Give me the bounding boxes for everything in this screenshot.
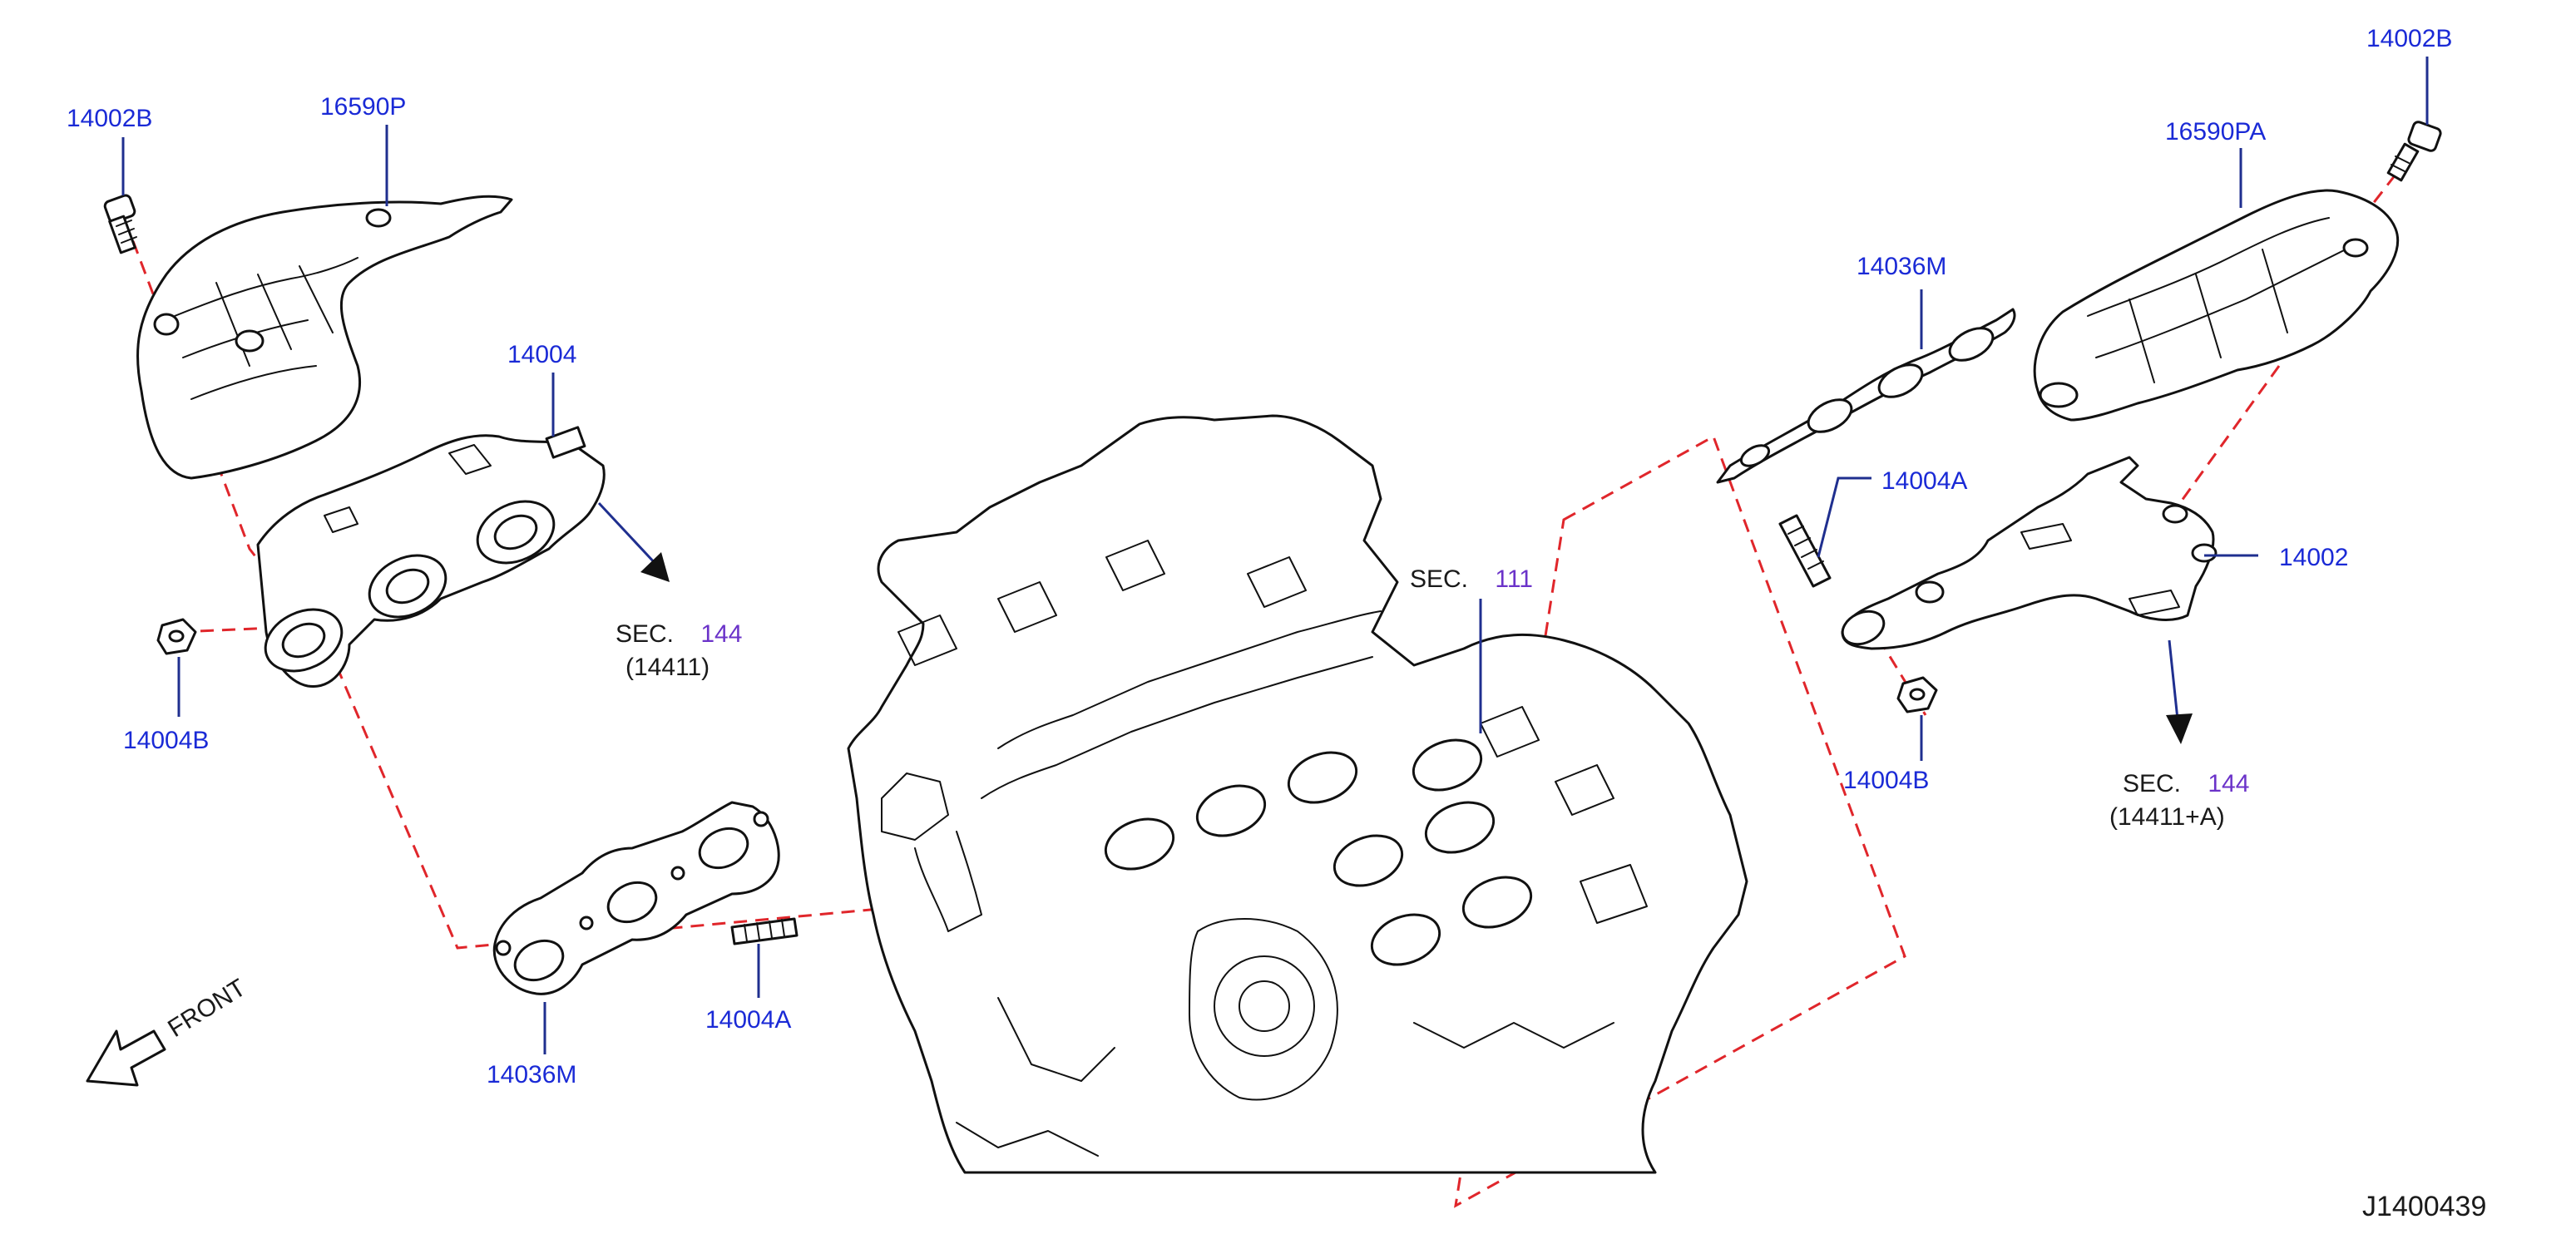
section-ref-left-code: 144 xyxy=(700,620,742,648)
heat-shield-right-drawing xyxy=(2033,189,2400,422)
section-ref-left-sub: (14411) xyxy=(625,654,710,681)
section-ref-left-prefix: SEC. xyxy=(616,620,674,648)
label-gasket-left[interactable]: 14036M xyxy=(487,1061,576,1088)
label-bolt-right[interactable]: 14002B xyxy=(2366,25,2452,52)
section-ref-engine-prefix: SEC. xyxy=(1410,565,1468,593)
stud-left-drawing xyxy=(730,917,799,945)
label-nut-left[interactable]: 14004B xyxy=(123,727,209,754)
diagram-id: J1400439 xyxy=(2362,1191,2486,1222)
exhaust-manifold-left-drawing xyxy=(256,426,606,688)
svg-text:SEC. 111: SEC. 111 xyxy=(1410,565,1533,593)
section-ref-right-code: 144 xyxy=(2208,770,2249,797)
bolt-left-drawing xyxy=(103,194,137,254)
leader-lines xyxy=(121,57,2429,1054)
exhaust-manifold-right-drawing xyxy=(1841,456,2218,650)
section-arrow-right xyxy=(2166,639,2193,744)
label-manifold-left[interactable]: 14004 xyxy=(507,341,576,368)
label-heat-shield-left[interactable]: 16590P xyxy=(320,93,406,121)
heat-shield-left-drawing xyxy=(136,195,513,480)
label-nut-right[interactable]: 14004B xyxy=(1843,767,1929,794)
svg-text:SEC. 144: SEC. 144 xyxy=(2123,770,2249,797)
front-label: FRONT xyxy=(163,974,250,1043)
nut-right-drawing xyxy=(1896,676,1938,713)
label-stud-left[interactable]: 14004A xyxy=(705,1006,791,1034)
stud-right-drawing xyxy=(1778,514,1832,588)
front-direction-indicator: FRONT xyxy=(86,974,250,1087)
label-stud-right[interactable]: 14004A xyxy=(1881,467,1967,495)
label-gasket-right[interactable]: 14036M xyxy=(1857,253,1946,280)
section-ref-left[interactable]: SEC. 144 (14411) xyxy=(616,620,742,681)
gasket-right-drawing xyxy=(1716,308,2016,484)
bolt-right-drawing xyxy=(2386,121,2442,182)
engine-block-drawing xyxy=(847,414,1748,1174)
part-number-labels: 14002B 16590P 14004 14004B 14036M 14004A… xyxy=(67,25,2452,1088)
section-ref-right[interactable]: SEC. 144 (14411+A) xyxy=(2109,770,2249,831)
label-heat-shield-right[interactable]: 16590PA xyxy=(2165,118,2266,146)
section-ref-right-prefix: SEC. xyxy=(2123,770,2181,797)
svg-text:SEC. 144: SEC. 144 xyxy=(616,620,742,648)
label-manifold-right[interactable]: 14002 xyxy=(2279,544,2348,571)
section-arrow-left xyxy=(597,501,670,582)
section-ref-engine-code: 111 xyxy=(1495,565,1533,593)
nut-left-drawing xyxy=(156,618,197,655)
label-bolt-left[interactable]: 14002B xyxy=(67,105,152,132)
gasket-left-drawing xyxy=(492,801,780,995)
section-ref-right-sub: (14411+A) xyxy=(2109,803,2225,831)
section-ref-engine[interactable]: SEC. 111 xyxy=(1410,565,1533,593)
